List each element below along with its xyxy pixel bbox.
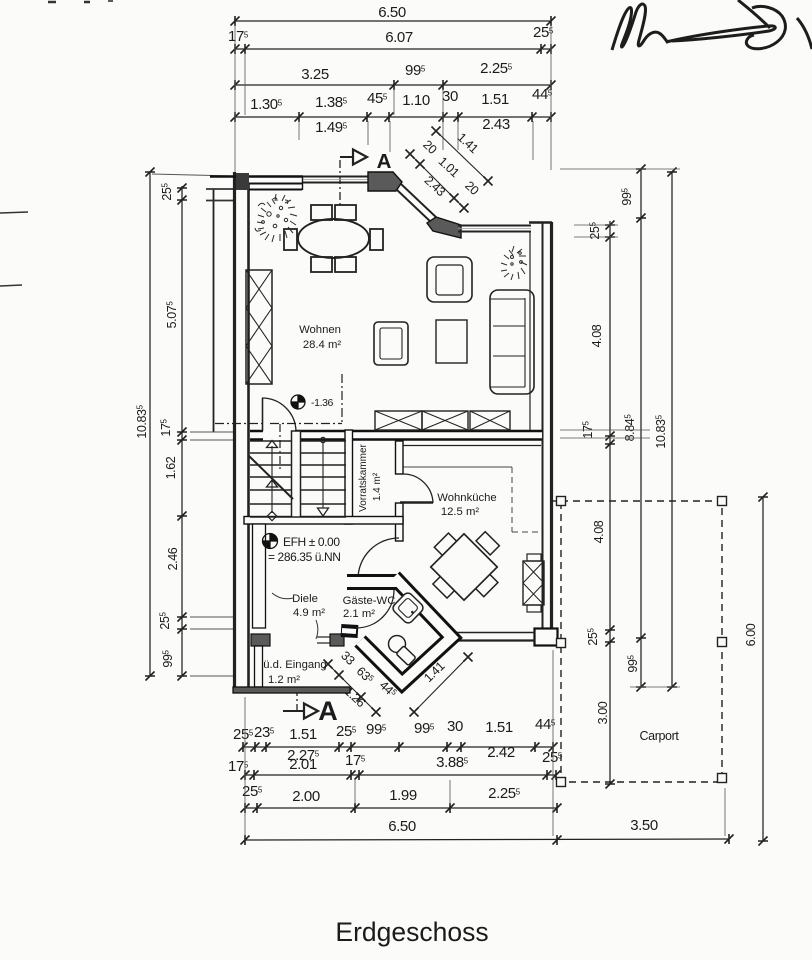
- svg-text:1.495: 1.495: [315, 119, 348, 136]
- svg-text:30: 30: [447, 718, 463, 735]
- svg-text:30: 30: [442, 88, 458, 105]
- svg-text:1.99: 1.99: [389, 787, 417, 804]
- svg-text:1.10: 1.10: [402, 92, 430, 109]
- svg-text:28.4 m²: 28.4 m²: [303, 339, 342, 351]
- svg-text:1.305: 1.305: [250, 96, 283, 113]
- svg-text:4.08: 4.08: [590, 324, 604, 347]
- svg-text:2.275: 2.275: [287, 747, 320, 764]
- svg-text:EFH ± 0.00: EFH ± 0.00: [283, 535, 340, 549]
- svg-text:8.845: 8.845: [623, 414, 637, 442]
- svg-text:Wohnen: Wohnen: [299, 324, 341, 336]
- svg-text:Wohnküche: Wohnküche: [437, 492, 496, 504]
- svg-text:2.43: 2.43: [482, 116, 510, 133]
- svg-text:Diele: Diele: [292, 593, 318, 605]
- svg-text:10.835: 10.835: [654, 414, 668, 448]
- svg-text:-1.36: -1.36: [311, 397, 333, 409]
- svg-text:2.255: 2.255: [480, 60, 513, 77]
- svg-text:= 286.35 ü.NN: = 286.35 ü.NN: [268, 550, 341, 564]
- svg-text:3.00: 3.00: [596, 701, 610, 724]
- svg-text:2.1 m²: 2.1 m²: [343, 608, 375, 620]
- svg-text:2.255: 2.255: [488, 785, 521, 802]
- svg-text:4.08: 4.08: [592, 520, 606, 543]
- svg-text:1.4 m²: 1.4 m²: [372, 472, 383, 501]
- svg-text:Vorratskammer: Vorratskammer: [358, 443, 369, 511]
- svg-text:12.5 m²: 12.5 m²: [441, 506, 480, 518]
- svg-text:6.00: 6.00: [744, 623, 758, 646]
- svg-text:1.62: 1.62: [164, 456, 178, 479]
- svg-text:1.2 m²: 1.2 m²: [268, 674, 300, 686]
- svg-text:A: A: [318, 696, 338, 726]
- svg-text:1.51: 1.51: [481, 91, 509, 108]
- svg-text:2.00: 2.00: [292, 788, 320, 805]
- svg-text:1.385: 1.385: [315, 94, 348, 111]
- svg-text:4.9 m²: 4.9 m²: [293, 607, 325, 619]
- svg-text:2.42: 2.42: [487, 744, 515, 761]
- svg-text:1.51: 1.51: [485, 719, 513, 736]
- svg-text:3.885: 3.885: [436, 754, 469, 771]
- svg-text:Erdgeschoss: Erdgeschoss: [335, 917, 488, 947]
- svg-text:6.50: 6.50: [378, 4, 406, 21]
- svg-text:Carport: Carport: [640, 729, 680, 743]
- svg-text:5.075: 5.075: [165, 301, 179, 329]
- svg-text:Gäste-WC: Gäste-WC: [343, 595, 396, 607]
- svg-text:6.07: 6.07: [385, 29, 413, 46]
- svg-text:3.25: 3.25: [301, 66, 329, 83]
- svg-text:10.835: 10.835: [135, 404, 149, 438]
- svg-text:A: A: [377, 150, 392, 173]
- svg-text:2.01: 2.01: [289, 756, 317, 773]
- svg-text:ü.d. Eingang: ü.d. Eingang: [263, 659, 326, 671]
- svg-text:6.50: 6.50: [388, 818, 416, 835]
- svg-text:1.51: 1.51: [289, 726, 317, 743]
- svg-text:2.46: 2.46: [166, 547, 180, 570]
- svg-text:3.50: 3.50: [630, 817, 658, 834]
